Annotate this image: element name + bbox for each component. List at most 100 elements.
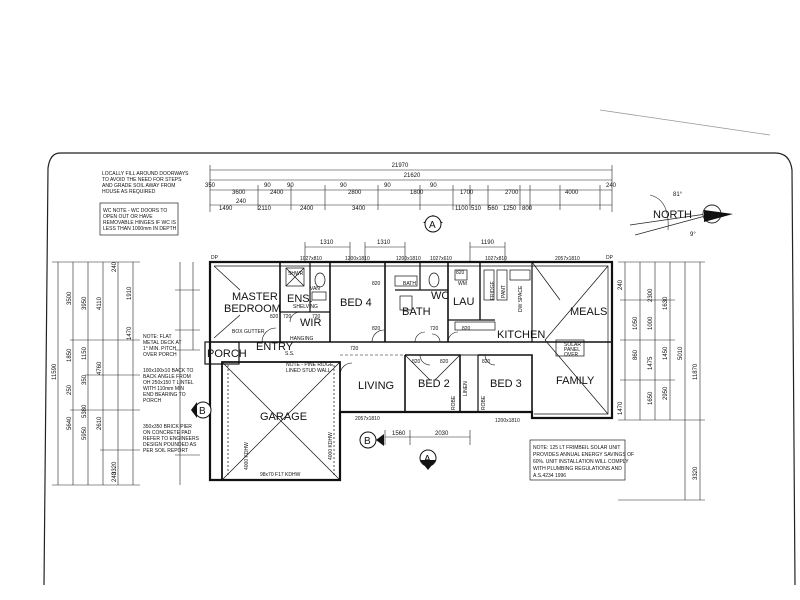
- dim-label: 2610: [97, 416, 103, 430]
- note-line: DESIGN POUNDED AS: [143, 442, 197, 448]
- dim-label: 1450: [663, 346, 669, 360]
- room-wc: WC: [431, 290, 449, 302]
- dim-label: 3950: [82, 296, 88, 310]
- note-solar: NOTE: 125 LT FRIMBEIL SOLAR UNIT PROVIDE…: [533, 445, 634, 479]
- dim-row-2: 240 1490 2110 2400 3400 1100 510 560 125…: [219, 199, 533, 212]
- room-family: FAMILY: [556, 375, 595, 387]
- room-laundry: LAU: [453, 296, 474, 308]
- scan-edge-line: [599, 109, 771, 136]
- building-walls: [204, 260, 614, 482]
- note-line: OPEN OUT OR HAVE: [103, 214, 153, 220]
- dim-label: 1000: [648, 316, 654, 330]
- dim-label: 2300: [648, 288, 654, 302]
- fixture-label: VAN: [310, 286, 320, 292]
- note-line: PORCH: [143, 398, 161, 404]
- dim-label: 90: [430, 183, 437, 189]
- shower-base: [285, 267, 305, 287]
- window-label: 1027x810: [300, 256, 322, 262]
- fixture-label: DP: [606, 255, 614, 261]
- dim-bottom-2: 2030: [435, 431, 449, 437]
- window-label: 2057x1810: [355, 416, 380, 422]
- fixture-label: SHWR: [288, 271, 304, 277]
- fixture-label: FRIDGE: [490, 280, 496, 300]
- note-line: REFER TO ENGINEERS: [143, 436, 200, 442]
- note-line: WITH PLUMBING REGULATIONS AND: [533, 466, 622, 472]
- dim-label: 1910: [127, 286, 133, 300]
- door-label: 820: [462, 326, 471, 332]
- fixture-label: WM: [458, 281, 467, 287]
- fixture-label: LINEN: [463, 381, 469, 396]
- fixture-labels: SOLAR PANEL OVER FRIDGE DW SPACE LINEN P…: [211, 255, 614, 478]
- door-label: 820: [270, 314, 279, 320]
- fixtures: [227, 267, 585, 475]
- note-wc: WC NOTE - WC DOORS TO OPEN OUT OR HAVE R…: [103, 208, 177, 232]
- top-dimension-lines: [209, 165, 613, 262]
- note-line: LOCALLY FILL AROUND DOORWAYS: [102, 171, 189, 177]
- dim-label: 3500: [67, 291, 73, 305]
- door-label: 720: [283, 314, 292, 320]
- note-line: ON CONCRETE PAD: [143, 430, 192, 436]
- section-label: A: [429, 220, 436, 231]
- dim-inner-3: 1190: [481, 240, 495, 246]
- dim-label: 1700: [460, 190, 474, 196]
- left-dimension-labels: 11590 5640 5950 3320 3500 1850 3950 1150…: [52, 261, 133, 482]
- dim-label: 5380: [82, 404, 88, 418]
- fixture-label: 4000 KDHW: [244, 442, 250, 470]
- fixture-label: 4000 KDHW: [328, 432, 334, 460]
- north-arrow: NORTH 81° 9°: [629, 192, 733, 238]
- dim-label: 240: [112, 261, 118, 272]
- note-line: WC NOTE - WC DOORS TO: [103, 208, 167, 214]
- note-line: TO AVOID THE NEED FOR STEPS: [102, 177, 182, 183]
- dim-label: 1050: [633, 316, 639, 330]
- dim-inner-2: 1310: [377, 240, 391, 246]
- note-line: WITH 110mm MIN: [143, 386, 184, 392]
- note-line: LESS THAN 1000mm IN DEPTH: [103, 226, 177, 232]
- window-labels: 1027x810 1200x1810 1200x1810 1027x610 10…: [300, 256, 580, 424]
- dim-label: 2400: [270, 190, 284, 196]
- left-dimension-lines: [52, 261, 200, 486]
- dim-label: 90: [340, 183, 347, 189]
- door-label: 820: [372, 326, 381, 332]
- note-line: 1° MIN. PITCH: [143, 346, 177, 352]
- right-dimension-lines: [618, 261, 705, 501]
- note-line: NOTE - PINE RIDGE: [286, 362, 334, 368]
- note-line: NOTE: FLAT: [143, 334, 172, 340]
- door-label: 820: [456, 270, 465, 276]
- door-label: 720: [350, 346, 359, 352]
- section-label: B: [199, 406, 206, 417]
- dim-label: 2800: [348, 190, 362, 196]
- dim-label: 240: [112, 471, 118, 482]
- room-wir: WIR: [300, 317, 321, 329]
- room-meals: MEALS: [570, 306, 607, 318]
- dim-label: 240: [618, 279, 624, 290]
- note-flat-deck: NOTE: FLAT METAL DECK AT 1° MIN. PITCH O…: [143, 334, 182, 358]
- room-ensuite: ENS.: [287, 293, 313, 305]
- door-label: 820: [482, 359, 491, 365]
- dim-label: 90: [264, 183, 271, 189]
- fixture-label: PANEL: [564, 347, 580, 353]
- laundry-tub: [454, 269, 468, 281]
- note-line: 100x100x10 BACK TO: [143, 368, 194, 374]
- fixture-label: DP: [211, 255, 219, 261]
- north-angle-bottom: 9°: [690, 232, 696, 238]
- dim-label: 5010: [678, 346, 684, 360]
- section-label: B: [364, 436, 371, 447]
- dim-label: 240: [606, 183, 617, 189]
- dim-label: 5640: [67, 416, 73, 430]
- window-label: 1027x810: [485, 256, 507, 262]
- kitchen-pantry: [496, 269, 508, 301]
- dim-label: 250: [67, 384, 73, 395]
- note-line: PROVIDES ANNUAL ENERGY SAVINGS OF: [533, 452, 634, 458]
- note-line: REMOVABLE HINGES IF WC IS: [103, 220, 177, 226]
- dim-label: 1850: [67, 348, 73, 362]
- note-line: A.S.4234 1996: [533, 473, 566, 479]
- note-line: NOTE: 125 LT FRIMBEIL SOLAR UNIT: [533, 445, 620, 451]
- fixture-label: OVER: [564, 352, 579, 358]
- door-label: 820: [372, 281, 381, 287]
- room-garage: GARAGE: [260, 411, 307, 423]
- note-line: END BEARING TO: [143, 392, 186, 398]
- section-marker-a-top: A: [423, 215, 443, 233]
- note-line: BACK ANGLE FROM: [143, 374, 191, 380]
